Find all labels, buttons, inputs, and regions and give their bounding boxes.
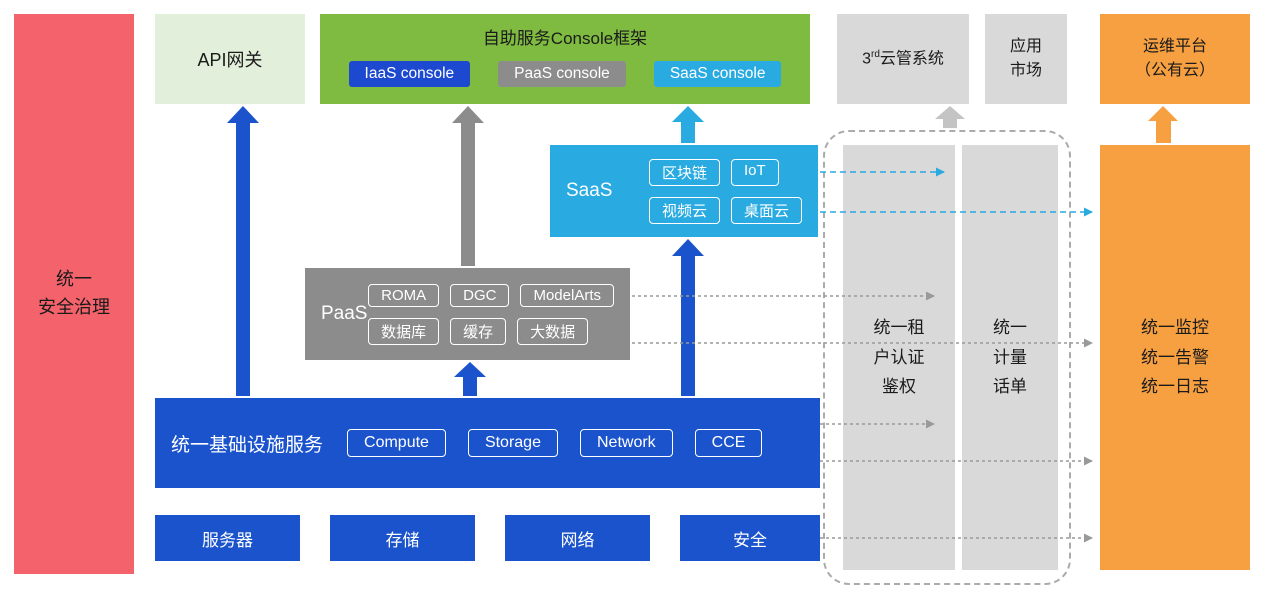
arrow-monitoring-to-om bbox=[1148, 106, 1178, 143]
console-framework-box: 自助服务Console框架 IaaS console PaaS console … bbox=[320, 14, 810, 104]
hardware-box-network: 网络 bbox=[505, 515, 650, 561]
hardware-box-server: 服务器 bbox=[155, 515, 300, 561]
paas-chip-cache: 缓存 bbox=[450, 317, 507, 345]
arrow-saas-to-console bbox=[672, 106, 704, 143]
metering-label: 统一 计量 话单 bbox=[993, 317, 1027, 397]
hardware-server-label: 服务器 bbox=[202, 530, 253, 550]
security-governance-bar: 统一 安全治理 bbox=[14, 14, 134, 574]
shared-services-panel bbox=[823, 130, 1071, 585]
iaas-band: 统一基础设施服务 Compute Storage Network CCE bbox=[155, 398, 820, 488]
paas-label: PaaS bbox=[321, 303, 368, 324]
api-gateway-box: API网关 bbox=[155, 14, 305, 104]
hardware-box-security: 安全 bbox=[680, 515, 820, 561]
arrow-iaas-to-paas bbox=[454, 362, 486, 396]
paas-chip-dgc: DGC bbox=[450, 283, 510, 307]
iaas-label: 统一基础设施服务 bbox=[171, 434, 324, 456]
paas-chip-database: 数据库 bbox=[368, 317, 440, 345]
saas-label: SaaS bbox=[566, 180, 613, 201]
metering-bar: 统一 计量 话单 bbox=[962, 145, 1058, 570]
security-governance-label: 统一 安全治理 bbox=[38, 269, 110, 317]
hardware-security-label: 安全 bbox=[733, 530, 767, 550]
arrow-iaas-to-api-gateway bbox=[227, 106, 259, 396]
tenant-auth-bar: 统一租 户认证 鉴权 bbox=[843, 145, 955, 570]
saas-chips: 区块链 IoT 视频云 桌面云 bbox=[648, 158, 802, 224]
iaas-chip-network: Network bbox=[579, 429, 673, 457]
saas-chip-iot: IoT bbox=[730, 158, 779, 186]
api-gateway-label: API网关 bbox=[197, 50, 263, 70]
third-party-cloud-box: 3rd云管系统 bbox=[837, 14, 969, 104]
third-party-cloud-label: 3rd云管系统 bbox=[862, 48, 944, 68]
console-button-row: IaaS console PaaS console SaaS console bbox=[348, 61, 782, 87]
saas-chip-desktop-cloud: 桌面云 bbox=[730, 196, 802, 224]
hardware-network-label: 网络 bbox=[560, 530, 595, 550]
hardware-storage-label: 存储 bbox=[385, 530, 420, 550]
paas-chips: ROMA DGC ModelArts 数据库 缓存 大数据 bbox=[368, 283, 614, 345]
paas-console-button: PaaS console bbox=[498, 61, 626, 87]
paas-chip-modelarts: ModelArts bbox=[520, 283, 614, 307]
iaas-chips: Compute Storage Network CCE bbox=[347, 429, 763, 457]
hardware-box-storage: 存储 bbox=[330, 515, 475, 561]
om-platform-label: 运维平台 （公有云） bbox=[1134, 38, 1215, 79]
arrow-iaas-to-saas bbox=[672, 239, 704, 396]
saas-chip-blockchain: 区块链 bbox=[648, 158, 720, 186]
app-market-label: 应用 市场 bbox=[1009, 38, 1042, 79]
monitoring-label: 统一监控 统一告警 统一日志 bbox=[1141, 317, 1209, 397]
paas-chip-roma: ROMA bbox=[368, 283, 440, 307]
iaas-chip-storage: Storage bbox=[467, 429, 558, 457]
paas-band: PaaS ROMA DGC ModelArts 数据库 缓存 大数据 bbox=[305, 268, 630, 360]
paas-chip-bigdata: 大数据 bbox=[517, 317, 589, 345]
monitoring-bar: 统一监控 统一告警 统一日志 bbox=[1100, 145, 1250, 570]
console-framework-title: 自助服务Console框架 bbox=[482, 29, 648, 48]
arrow-panel-to-third-party bbox=[935, 106, 965, 128]
saas-band: SaaS 区块链 IoT 视频云 桌面云 bbox=[550, 145, 818, 237]
app-market-box: 应用 市场 bbox=[985, 14, 1067, 104]
om-platform-box: 运维平台 （公有云） bbox=[1100, 14, 1250, 104]
saas-console-button: SaaS console bbox=[653, 61, 782, 87]
arrow-paas-to-console bbox=[452, 106, 484, 266]
iaas-chip-cce: CCE bbox=[694, 429, 763, 457]
iaas-chip-compute: Compute bbox=[347, 429, 446, 457]
iaas-console-button: IaaS console bbox=[348, 61, 471, 87]
tenant-auth-label: 统一租 户认证 鉴权 bbox=[873, 317, 925, 397]
saas-chip-video-cloud: 视频云 bbox=[648, 196, 720, 224]
